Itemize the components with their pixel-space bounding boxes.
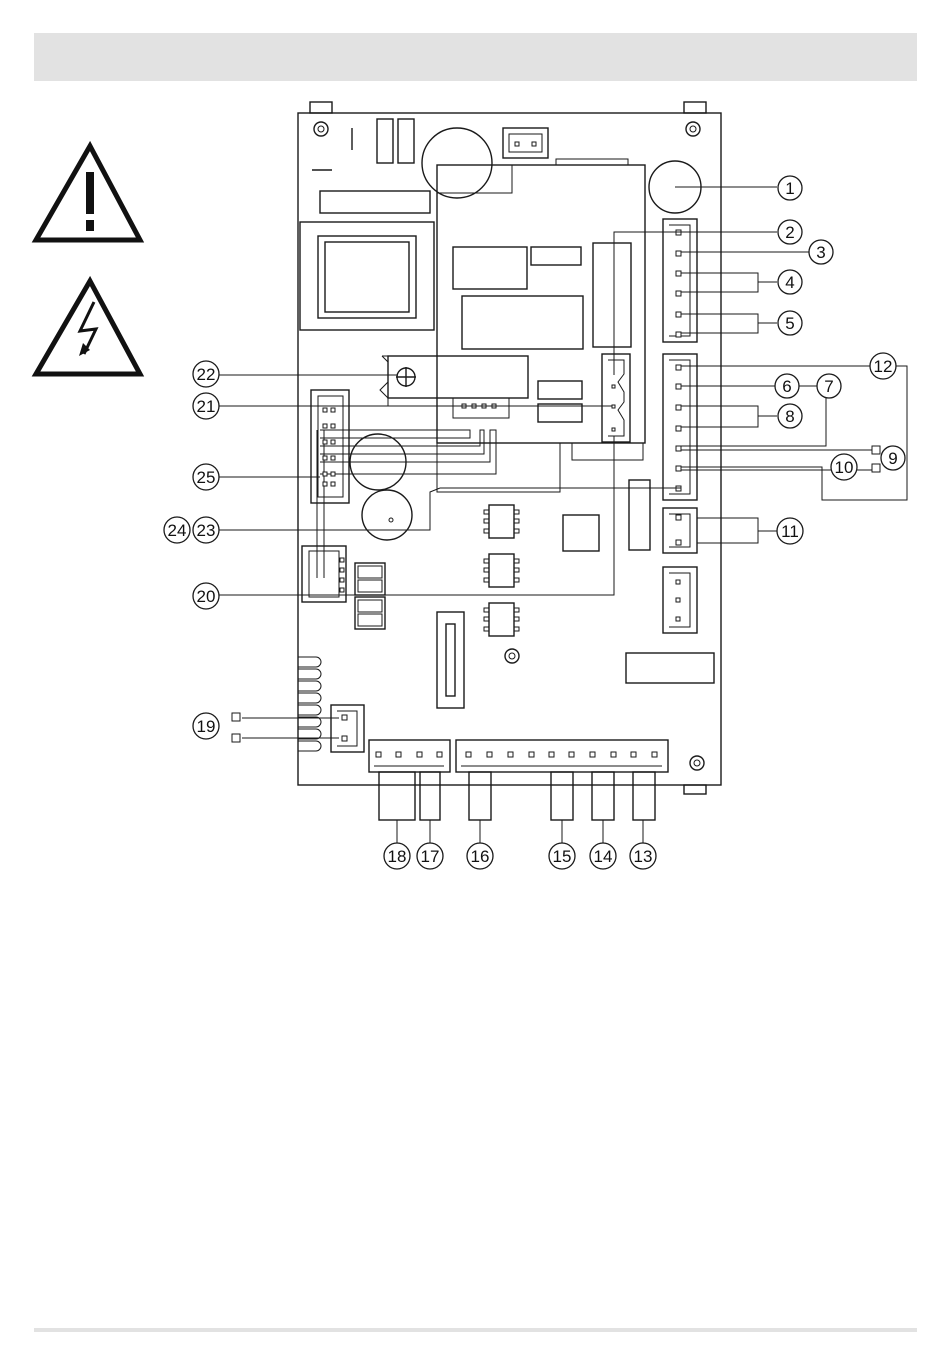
callout-18: 18 [384, 843, 410, 869]
callout-20: 20 [193, 583, 219, 609]
callout-14: 14 [590, 843, 616, 869]
svg-text:25: 25 [197, 468, 216, 487]
potentiometer [396, 367, 416, 387]
callout-1: 1 [778, 176, 802, 200]
callout-17: 17 [417, 843, 443, 869]
svg-text:12: 12 [874, 357, 893, 376]
callout-2: 2 [778, 220, 802, 244]
terminal-19b-marker [232, 734, 240, 742]
svg-text:15: 15 [553, 847, 572, 866]
svg-text:11: 11 [781, 522, 799, 541]
svg-text:21: 21 [197, 397, 216, 416]
svg-text:6: 6 [782, 377, 791, 396]
svg-text:1: 1 [785, 179, 794, 198]
terminal-10-marker [872, 464, 880, 472]
circuit-board [298, 102, 721, 820]
svg-text:20: 20 [197, 587, 216, 606]
terminal-19a-marker [232, 713, 240, 721]
callout-13: 13 [630, 843, 656, 869]
svg-text:3: 3 [816, 243, 825, 262]
callout-25: 25 [193, 464, 219, 490]
callout-4: 4 [778, 270, 802, 294]
svg-text:13: 13 [634, 847, 653, 866]
callouts: 1 2 3 4 5 6 7 8 9 10 11 12 13 14 15 16 1… [164, 176, 905, 869]
terminal-pins [323, 230, 681, 757]
svg-text:18: 18 [388, 847, 407, 866]
svg-text:16: 16 [471, 847, 490, 866]
svg-text:17: 17 [421, 847, 440, 866]
callout-8: 8 [778, 404, 802, 428]
callout-7: 7 [817, 374, 841, 398]
electric-hazard-icon [36, 281, 140, 374]
callout-15: 15 [549, 843, 575, 869]
callout-3: 3 [809, 240, 833, 264]
callout-24: 24 [164, 517, 190, 543]
callout-9: 9 [881, 446, 905, 470]
svg-text:23: 23 [197, 521, 216, 540]
callout-10: 10 [831, 454, 857, 480]
svg-text:24: 24 [168, 521, 187, 540]
warning-triangle-icon [36, 146, 140, 240]
svg-text:10: 10 [835, 458, 854, 477]
svg-text:19: 19 [197, 717, 216, 736]
callout-21: 21 [193, 393, 219, 419]
svg-text:14: 14 [594, 847, 613, 866]
callout-6: 6 [775, 374, 799, 398]
callout-16: 16 [467, 843, 493, 869]
svg-text:9: 9 [888, 449, 897, 468]
callout-22: 22 [193, 361, 219, 387]
callout-12: 12 [870, 353, 896, 379]
svg-text:4: 4 [785, 273, 794, 292]
svg-text:8: 8 [785, 407, 794, 426]
callout-23: 23 [193, 517, 219, 543]
terminal-9-marker [872, 446, 880, 454]
svg-text:5: 5 [785, 314, 794, 333]
callout-19: 19 [193, 713, 219, 739]
svg-text:2: 2 [785, 223, 794, 242]
svg-text:7: 7 [824, 377, 833, 396]
svg-text:22: 22 [197, 365, 216, 384]
callout-5: 5 [778, 311, 802, 335]
callout-11: 11 [777, 518, 803, 544]
